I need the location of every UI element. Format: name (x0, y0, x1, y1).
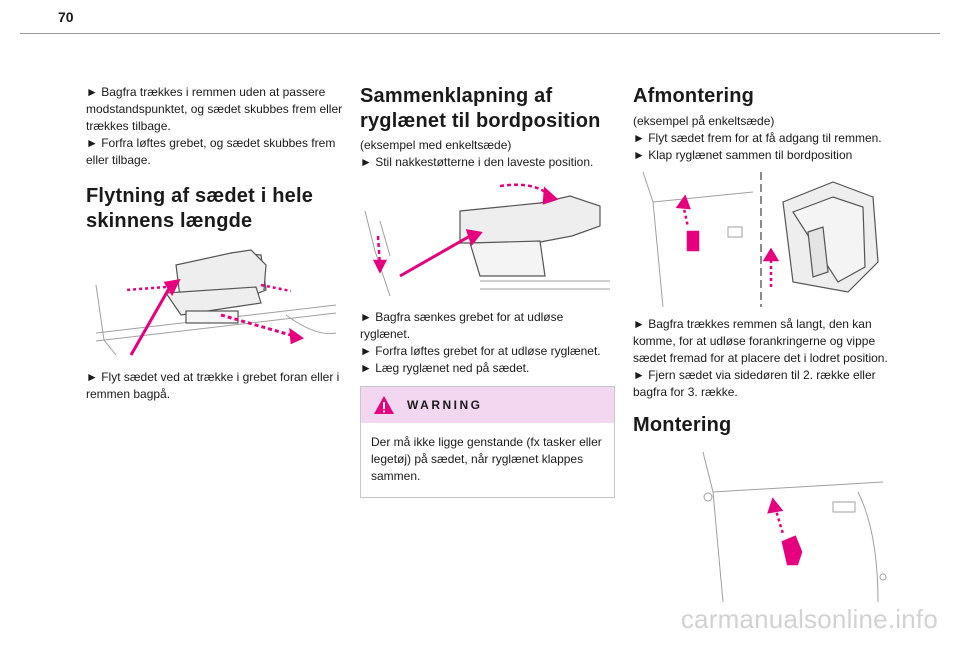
column-middle: Sammenklapning af ryglænet til bordposit… (360, 84, 615, 498)
intro-text: (eksempel med enkeltsæde) ► Stil nakkest… (360, 137, 615, 171)
column-left: ► Bagfra trækkes i remmen uden at passer… (86, 84, 346, 403)
text-line: sædet fremad for at placere det i lodret… (633, 351, 888, 365)
page-number: 70 (58, 9, 74, 25)
warning-text: Der må ikke ligge genstande (fx tasker e… (361, 423, 614, 497)
section-heading: Flytning af sædet i hele skinnens længde (86, 184, 346, 234)
text-line: bagfra for 3. række. (633, 385, 738, 399)
figure-backrest-fold (360, 181, 615, 301)
column-right: Afmontering (eksempel på enkeltsæde) ► F… (633, 84, 888, 602)
text-line: ► Fjern sædet via sidedøren til 2. række… (633, 368, 876, 382)
text-line: eller tilbage. (86, 153, 151, 167)
step-text: ► Flyt sædet ved at trække i grebet fora… (86, 369, 346, 403)
text-line: ► Forfra løftes grebet, og sædet skubbes… (86, 136, 336, 150)
text-line: ► Bagfra trækkes remmen så langt, den ka… (633, 317, 872, 331)
text-line: ► Bagfra sænkes grebet for at udløse ryg… (360, 310, 564, 341)
text-line: ► Klap ryglænet sammen til bordposition (633, 148, 853, 162)
text-line: komme, for at udløse forankringerne og v… (633, 334, 876, 348)
text-line: ► Forfra løftes grebet for at udløse ryg… (360, 344, 601, 358)
watermark: carmanualsonline.info (680, 604, 938, 634)
text-line: sammen. (371, 469, 421, 483)
text-line: ► Stil nakkestøtterne i den laveste posi… (360, 155, 594, 169)
heading-line: Sammenklapning af (360, 85, 553, 107)
text-line: Der må ikke ligge genstande (fx tasker e… (371, 435, 602, 449)
warning-label: WARNING (407, 398, 483, 412)
heading-line: ryglænet til bordposition (360, 110, 601, 132)
text-line: trækkes tilbage. (86, 119, 171, 133)
text-line: modstandspunktet, og sædet skubbes frem … (86, 102, 343, 116)
warning-triangle-icon (373, 395, 395, 415)
heading-line: Flytning af sædet i hele (86, 185, 314, 207)
text-line: ► Flyt sædet ved at trække i grebet fora… (86, 370, 340, 384)
section-heading: Sammenklapning af ryglænet til bordposit… (360, 84, 615, 134)
text-line: remmen bagpå. (86, 387, 171, 401)
intro-text: (eksempel på enkeltsæde) ► Flyt sædet fr… (633, 113, 888, 164)
section-heading: Montering (633, 414, 732, 436)
intro-text: ► Bagfra trækkes i remmen uden at passer… (86, 84, 346, 169)
text-line: ► Bagfra trækkes i remmen uden at passer… (86, 85, 326, 99)
text-line: ► Læg ryglænet ned på sædet. (360, 361, 530, 375)
step-text: ► Bagfra sænkes grebet for at udløse ryg… (360, 309, 615, 377)
figure-seat-removal (633, 172, 888, 307)
step-text: ► Bagfra trækkes remmen så langt, den ka… (633, 316, 888, 401)
text-line: ► Flyt sædet frem for at få adgang til r… (633, 131, 882, 145)
text-line: legetøj) på sædet, når ryglænet klappes (371, 452, 584, 466)
figure-seat-mounting (633, 452, 888, 602)
header-divider (20, 33, 940, 34)
heading-line: skinnens længde (86, 210, 253, 232)
warning-box: WARNING Der må ikke ligge genstande (fx … (360, 386, 615, 498)
figure-seat-slide (86, 245, 341, 360)
section-heading: Afmontering (633, 85, 755, 107)
text-line: (eksempel på enkeltsæde) (633, 114, 775, 128)
text-line: (eksempel med enkeltsæde) (360, 138, 512, 152)
warning-header: WARNING (361, 387, 614, 423)
